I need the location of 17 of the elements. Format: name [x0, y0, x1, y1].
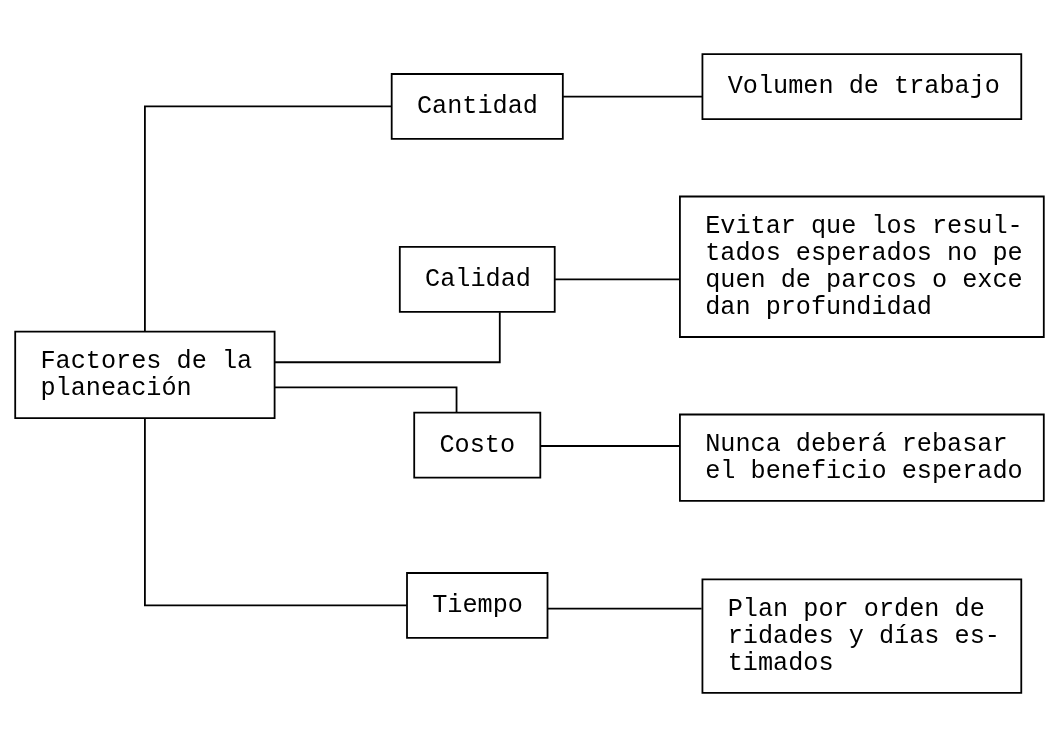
node-box: Tiempo: [406, 571, 549, 639]
connector: [546, 607, 703, 609]
node-box: Nunca deberá rebasar el beneficio esperado: [679, 413, 1045, 502]
node-box: Plan por orden de ridades y días es- timados: [701, 577, 1023, 694]
connector: [144, 105, 393, 332]
connector: [562, 95, 703, 97]
node-box: Costo: [413, 411, 542, 478]
node-box: Calidad: [398, 245, 556, 313]
node-box: Factores de la planeación: [14, 330, 276, 419]
node-box: Cantidad: [390, 72, 564, 140]
connector: [554, 278, 681, 280]
connector: [144, 416, 408, 606]
connector: [539, 444, 681, 447]
connector: [274, 310, 501, 363]
connector: [273, 386, 458, 413]
node-box: Evitar que los resul- tados esperados no pe quen de parcos o exce dan profundidad: [679, 195, 1045, 338]
node-box: Volumen de trabajo: [701, 52, 1023, 120]
